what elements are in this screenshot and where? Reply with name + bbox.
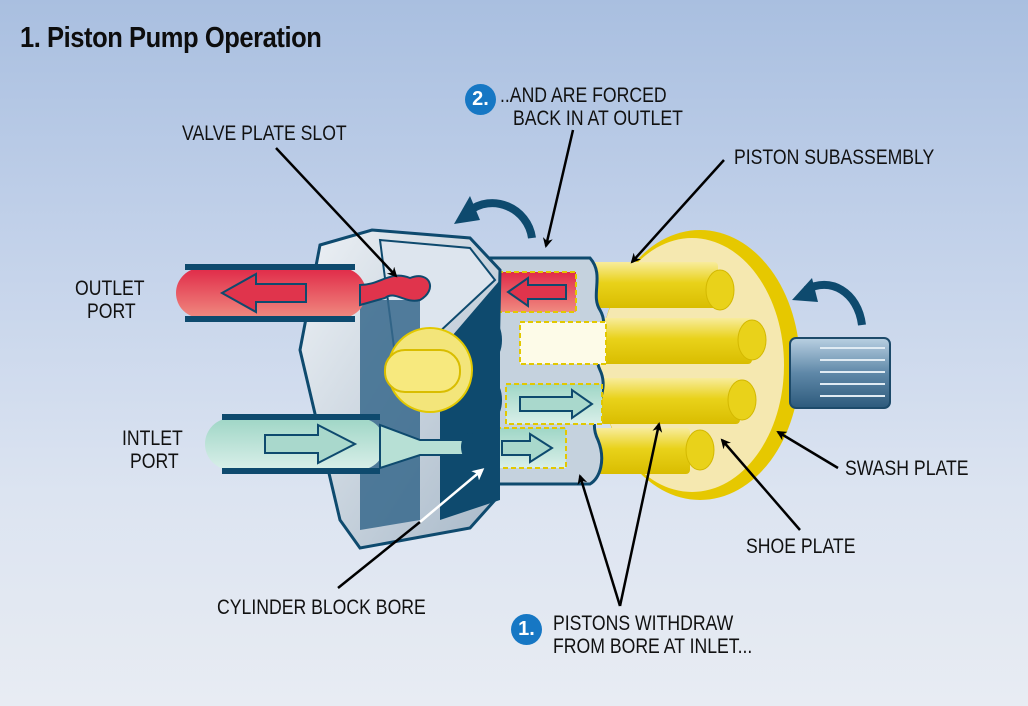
step2-badge: 2. bbox=[465, 84, 496, 115]
cylinder-block bbox=[479, 256, 607, 486]
label-valve-plate-slot: VALVE PLATE SLOT bbox=[182, 122, 347, 145]
label-inlet-port-line2: PORT bbox=[130, 450, 179, 473]
label-cylinder-block-bore: CYLINDER BLOCK BORE bbox=[217, 596, 426, 619]
rotation-arrow-shaft bbox=[792, 278, 866, 326]
leader-cylinder-bore-white bbox=[419, 468, 485, 523]
label-step2-line2: BACK IN AT OUTLET bbox=[513, 107, 683, 130]
pistons bbox=[560, 262, 767, 474]
label-step1-line1: PISTONS WITHDRAW bbox=[553, 612, 734, 635]
label-step1-line2: FROM BORE AT INLET... bbox=[553, 635, 753, 658]
label-inlet-port-line1: INTLET bbox=[122, 427, 183, 450]
leader-valve-plate-slot bbox=[275, 147, 398, 278]
leader-cylinder-bore-black bbox=[337, 521, 421, 589]
page-title: 1. Piston Pump Operation bbox=[20, 22, 322, 54]
rotation-arrow-block bbox=[454, 196, 536, 239]
leader-piston-subassembly bbox=[630, 159, 725, 264]
label-shoe-plate: SHOE PLATE bbox=[746, 535, 856, 558]
step1-badge: 1. bbox=[511, 614, 542, 645]
label-outlet-port-line1: OUTLET bbox=[75, 277, 145, 300]
leader-step1-a bbox=[577, 474, 622, 607]
leader-lines bbox=[275, 129, 839, 607]
label-step2-line1: ..AND ARE FORCED bbox=[500, 84, 667, 107]
outlet-port-pipe bbox=[176, 264, 432, 322]
label-piston-subassembly: PISTON SUBASSEMBLY bbox=[734, 146, 935, 169]
label-outlet-port-line2: PORT bbox=[87, 300, 136, 323]
leader-swash-plate bbox=[776, 430, 839, 470]
leader-shoe-plate bbox=[720, 438, 801, 531]
label-swash-plate: SWASH PLATE bbox=[845, 457, 969, 480]
leader-step2 bbox=[542, 129, 575, 248]
drive-shaft bbox=[789, 337, 891, 409]
inlet-port-pipe bbox=[205, 414, 479, 474]
leader-step1-b bbox=[618, 422, 663, 607]
